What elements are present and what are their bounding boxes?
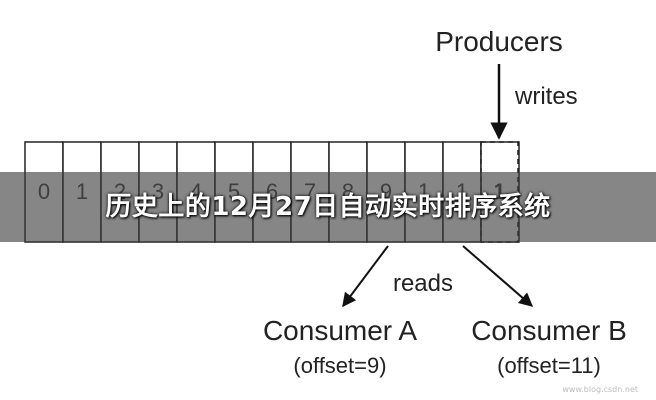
reads-arrow-consumer-b [462,245,534,307]
reads-label: reads [393,270,453,297]
consumer-a-name: Consumer A [263,315,417,346]
reads-arrow-consumer-a [342,245,389,308]
consumer-a-offset: (offset=9) [293,353,386,378]
consumer-b-offset: (offset=11) [497,353,601,378]
consumer-b-name: Consumer B [471,315,627,346]
pending-write-cell [480,141,519,243]
producers-label: Producers [435,26,563,57]
watermark: www.blog.csdn.net [562,385,638,394]
title-banner [0,172,656,242]
banner-title: 历史上的12月27日自动实时排序系统 [105,192,551,222]
writes-label: writes [514,83,578,110]
